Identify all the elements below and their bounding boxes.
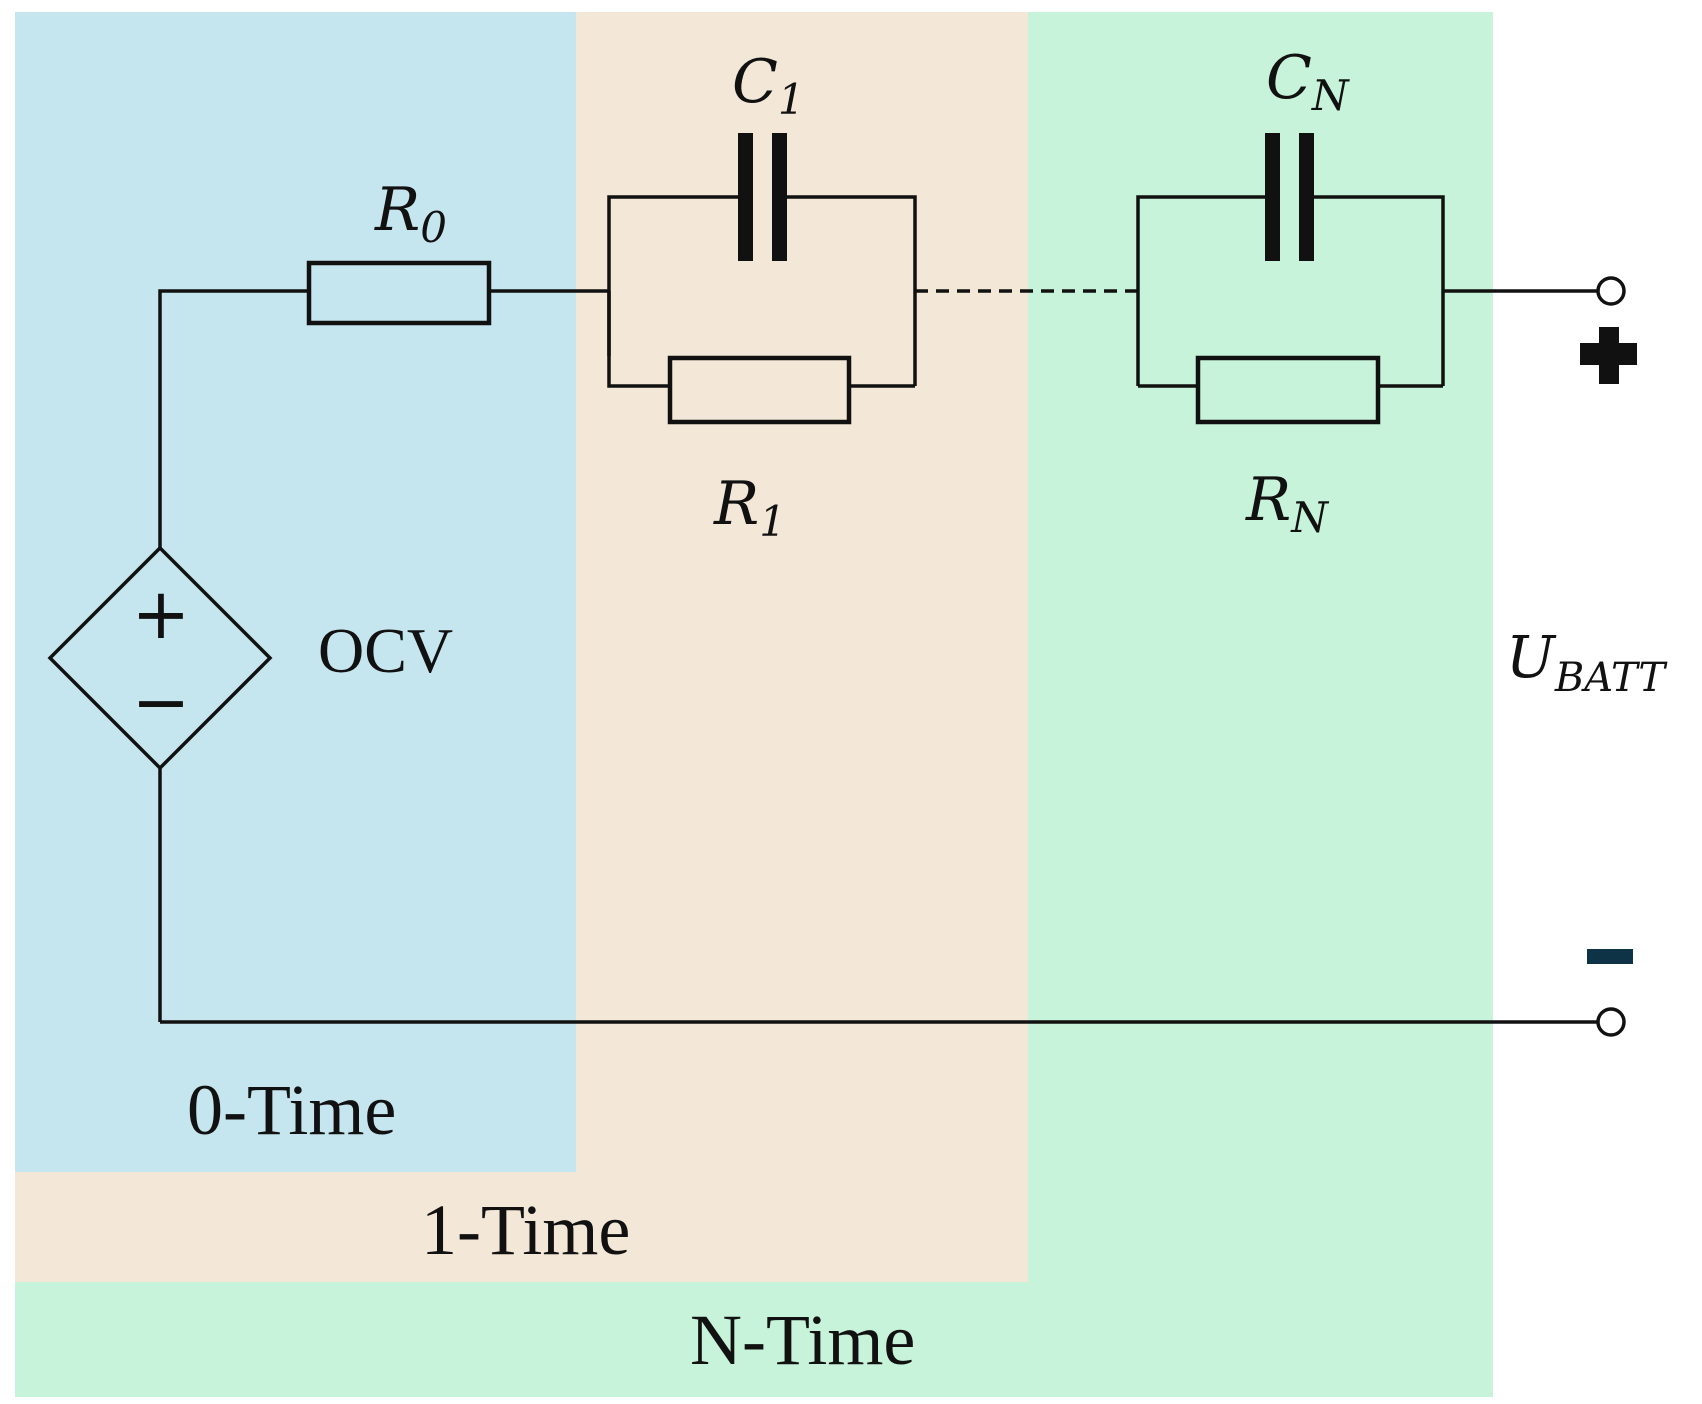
negative-sign-icon: [1587, 949, 1633, 964]
ocv-source: [47, 545, 273, 771]
ocv-label: OCV: [318, 615, 453, 686]
capacitor-cn-plate-right: [1299, 133, 1314, 261]
region-label-1-time: 1-Time: [421, 1190, 630, 1270]
capacitor-c1-plate-right: [772, 133, 787, 261]
region-label-0-time: 0-Time: [187, 1070, 396, 1150]
c1-label: C1: [732, 47, 805, 124]
rn-label: RN: [1245, 465, 1329, 542]
region-label-n-time: N-Time: [690, 1300, 915, 1380]
ocv-plus-sign: +: [132, 573, 191, 655]
rcn-top-branch: [1136, 195, 1445, 386]
positive-sign-icon: [1580, 327, 1637, 384]
terminal-positive: [1596, 276, 1626, 306]
r0-label: R0: [374, 175, 447, 252]
resistor-rn: [1195, 355, 1381, 425]
u-batt-label: UBATT: [1506, 623, 1668, 701]
resistor-r0: [306, 260, 492, 326]
r1-label: R1: [713, 469, 786, 546]
capacitor-c1-plate-left: [738, 133, 753, 261]
cn-label: CN: [1266, 43, 1350, 120]
region-0-time: [15, 12, 576, 1172]
ocv-minus-sign: −: [132, 661, 191, 743]
rc1-bottom-branch: [607, 291, 915, 388]
resistor-r1: [667, 355, 852, 425]
wire-left-vertical: [158, 289, 309, 548]
capacitor-cn-plate-left: [1265, 133, 1280, 261]
terminal-negative: [1596, 1007, 1626, 1037]
